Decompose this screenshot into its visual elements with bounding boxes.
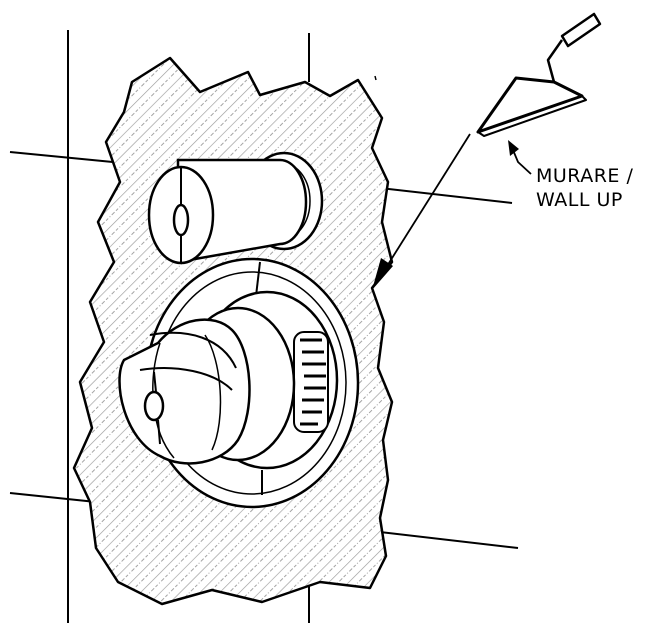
knob-slot-bottom <box>157 419 161 445</box>
knob-cap-fin-lower <box>139 367 233 391</box>
scale-marks <box>300 338 326 426</box>
flange-seam-top <box>255 261 261 297</box>
tile-line-upper-right-horizontal <box>379 187 513 204</box>
knob-cap-fin-upper <box>149 331 237 369</box>
callout-leader <box>508 140 532 175</box>
trowel-icon <box>476 12 602 137</box>
mixer-valve <box>118 290 339 470</box>
trowel-handle <box>560 12 602 48</box>
knob-slot-top <box>153 371 157 393</box>
trowel-blade-edge <box>477 95 587 137</box>
knob-cap <box>118 318 251 465</box>
tile-line-lower-left-horizontal <box>9 492 97 503</box>
callout-label-line1: MURARE / <box>536 165 633 187</box>
knob-center-hole <box>143 390 165 422</box>
tile-grid-lines <box>9 30 519 623</box>
trowel-neck <box>546 39 564 83</box>
tile-line-lower-right-horizontal <box>379 531 519 549</box>
upper-cylinder-fitting <box>147 151 324 265</box>
graduation-scale <box>293 331 329 433</box>
callout-arrow <box>372 133 471 290</box>
callout-label-line2: WALL UP <box>536 189 623 211</box>
knob-cap-fin-rear <box>204 334 222 451</box>
tile-line-upper-left-horizontal <box>9 151 124 164</box>
cylinder-center-hole <box>172 203 190 237</box>
detail-tick <box>374 75 377 81</box>
trowel-blade <box>476 76 584 134</box>
